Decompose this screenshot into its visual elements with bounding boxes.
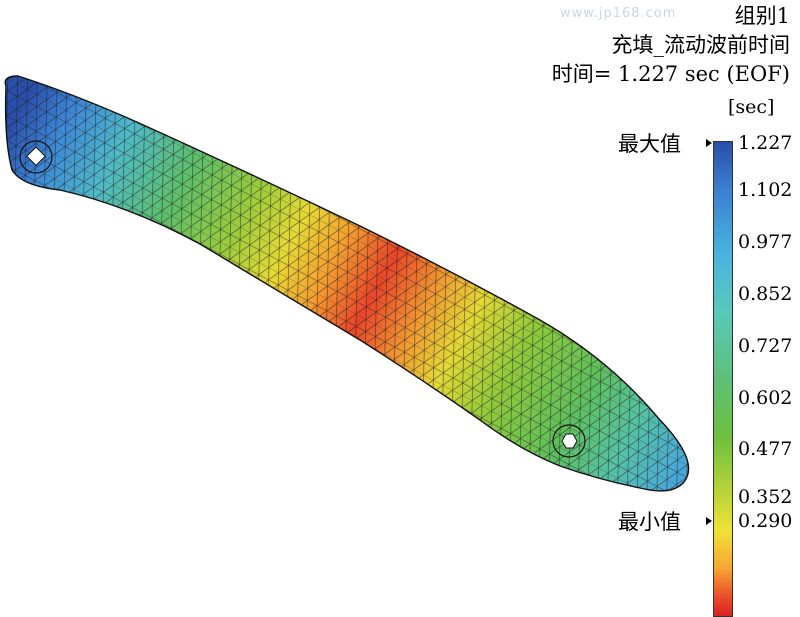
color-scale-bar [713, 141, 733, 617]
watermark: www.jp168.com [560, 6, 677, 21]
model-viewport[interactable] [0, 0, 700, 532]
legend-tick: 0.477 [738, 438, 793, 460]
max-value-label: 最大值 [618, 132, 681, 156]
color-legend: [sec] 最大值 最小值 1.227 1.102 0.977 0.852 0.… [600, 96, 800, 617]
mount-hole-right [552, 424, 586, 458]
legend-tick: 0.352 [738, 486, 793, 508]
result-title-block: 组别1 充填_流动波前时间 时间= 1.227 sec (EOF) [552, 2, 790, 89]
meshed-part[interactable] [0, 60, 700, 510]
group-label: 组别1 [734, 4, 790, 28]
legend-tick: 0.852 [738, 283, 793, 305]
legend-tick: 0.727 [738, 335, 793, 357]
mount-hole-left [19, 140, 53, 174]
min-arrow-icon [706, 517, 712, 525]
legend-tick: 0.602 [738, 387, 793, 409]
max-arrow-icon [706, 139, 712, 147]
legend-tick: 1.227 [738, 132, 793, 154]
result-name: 充填_流动波前时间 [611, 33, 791, 57]
legend-tick: 1.102 [738, 179, 793, 201]
legend-tick: 0.977 [738, 231, 793, 253]
time-label: 时间= 1.227 sec (EOF) [551, 62, 790, 86]
legend-unit: [sec] [728, 96, 775, 118]
min-value-label: 最小值 [618, 510, 681, 534]
legend-tick: 0.290 [738, 510, 793, 532]
